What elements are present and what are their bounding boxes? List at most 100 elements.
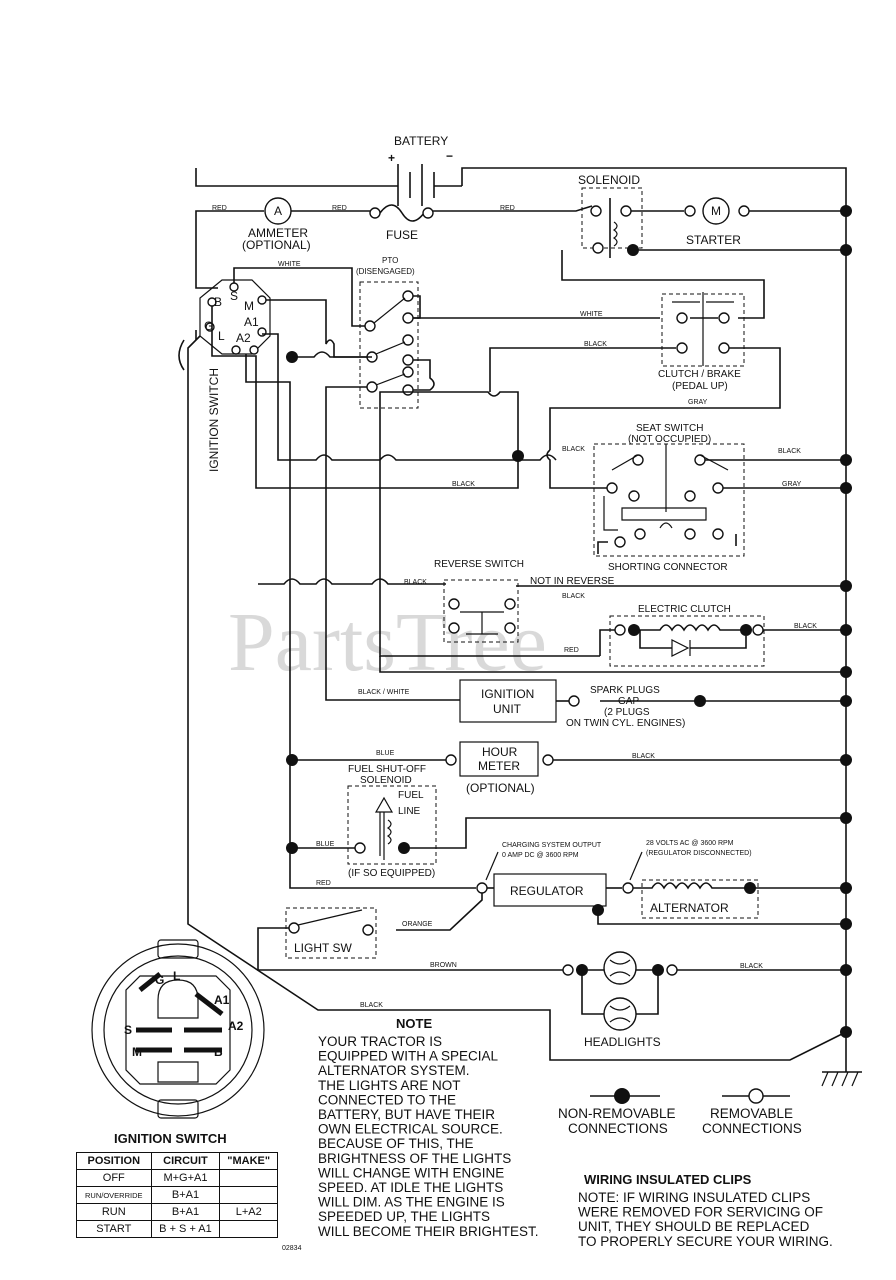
face-a1: A1 bbox=[214, 993, 230, 1007]
text-line: CONNECTED TO THE bbox=[318, 1092, 456, 1107]
wire-label: BLACK bbox=[404, 579, 427, 586]
text-line: WILL CHANGE WITH ENGINE bbox=[318, 1165, 504, 1180]
terminal-l: L bbox=[218, 329, 225, 343]
terminal-a2: A2 bbox=[236, 331, 251, 345]
ignition-switch-title: IGNITION SWITCH bbox=[114, 1131, 227, 1146]
headlights-label: HEADLIGHTS bbox=[584, 1035, 661, 1049]
text-line: ALTERNATOR SYSTEM. bbox=[318, 1063, 470, 1078]
wire-label: RED bbox=[316, 880, 331, 887]
table-cell: RUN/OVERRIDE bbox=[76, 1186, 152, 1204]
spark-plugs-label: (2 PLUGS bbox=[604, 707, 650, 718]
legend-removable: CONNECTIONS bbox=[702, 1121, 802, 1136]
table-row: OFF M+G+A1 bbox=[76, 1169, 278, 1187]
not-in-reverse-label: NOT IN REVERSE bbox=[530, 576, 615, 587]
svg-text:−: − bbox=[446, 149, 453, 163]
table-row: RUN B+A1 L+A2 bbox=[76, 1203, 278, 1221]
wire-label: BLACK bbox=[452, 481, 475, 488]
legend-non-removable: CONNECTIONS bbox=[568, 1121, 668, 1136]
reverse-switch: REVERSE SWITCH BLACK NOT IN REVERSE BLAC… bbox=[178, 339, 852, 643]
charging-output-label: 0 AMP DC @ 3600 RPM bbox=[502, 852, 579, 859]
face-m: M bbox=[132, 1045, 142, 1059]
fuel-line-label: FUEL bbox=[398, 790, 424, 801]
ignition-wiring: BLACK bbox=[195, 306, 600, 657]
seat-switch: SEAT SWITCH (NOT OCCUPIED) BLACK BLACK G… bbox=[546, 423, 852, 573]
electric-clutch-label: ELECTRIC CLUTCH bbox=[638, 604, 731, 615]
spark-plugs-label: SPARK PLUGS bbox=[590, 685, 660, 696]
wire-label: WHITE bbox=[278, 261, 301, 268]
text-line: BECAUSE OF THIS, THE bbox=[318, 1136, 474, 1151]
hour-meter-optional: (OPTIONAL) bbox=[466, 781, 535, 795]
table-cell: OFF bbox=[76, 1169, 152, 1187]
wire-label: BLACK bbox=[562, 593, 585, 600]
text-line: TO PROPERLY SECURE YOUR WIRING. bbox=[578, 1234, 833, 1249]
clips-title: WIRING INSULATED CLIPS bbox=[584, 1172, 752, 1187]
text-line: THE LIGHTS ARE NOT bbox=[318, 1078, 461, 1093]
svg-text:+: + bbox=[388, 151, 395, 165]
wire-label: BLACK bbox=[740, 963, 763, 970]
face-g: G bbox=[155, 973, 164, 987]
table-row: RUN/OVERRIDE B+A1 bbox=[76, 1186, 278, 1204]
table-cell: B+A1 bbox=[150, 1186, 221, 1204]
wire-label: GRAY bbox=[688, 399, 708, 406]
table-header: POSITION bbox=[76, 1152, 152, 1170]
ammeter-fuse-line: A AMMETER (OPTIONAL) FUSE RED RED RED bbox=[195, 197, 593, 289]
shorting-connector-label: SHORTING CONNECTOR bbox=[608, 562, 728, 573]
wire-label: RED bbox=[564, 647, 579, 654]
fuel-solenoid-label: SOLENOID bbox=[360, 775, 412, 786]
wire-label: BLACK bbox=[794, 623, 817, 630]
text-line: WERE REMOVED FOR SERVICING OF bbox=[578, 1205, 823, 1220]
electric-clutch: ELECTRIC CLUTCH RED BLACK bbox=[379, 604, 852, 678]
starter-label: STARTER bbox=[686, 233, 741, 247]
pto-state: (DISENGAGED) bbox=[356, 267, 415, 276]
ground: BLACK bbox=[187, 335, 862, 1087]
seat-switch-label: SEAT SWITCH bbox=[636, 423, 703, 434]
table-cell bbox=[219, 1186, 278, 1204]
battery: + − BATTERY bbox=[195, 134, 847, 1032]
wire-label: WHITE bbox=[580, 311, 603, 318]
ammeter-optional: (OPTIONAL) bbox=[242, 238, 311, 252]
face-s: S bbox=[124, 1023, 132, 1037]
text-line: WILL BECOME THEIR BRIGHTEST. bbox=[318, 1224, 539, 1239]
charging-output-label: CHARGING SYSTEM OUTPUT bbox=[502, 842, 602, 849]
regulator-alternator: CHARGING SYSTEM OUTPUT 0 AMP DC @ 3600 R… bbox=[289, 840, 852, 931]
wire-label: BLUE bbox=[376, 750, 395, 757]
face-a2: A2 bbox=[228, 1019, 244, 1033]
table-cell bbox=[219, 1220, 278, 1238]
wire-label: BLACK bbox=[632, 753, 655, 760]
battery-label: BATTERY bbox=[394, 134, 448, 148]
text-line: SPEEDED UP, THE LIGHTS bbox=[318, 1209, 490, 1224]
table-cell: B + S + A1 bbox=[150, 1220, 221, 1238]
wire-label: BLACK bbox=[584, 341, 607, 348]
clutch-brake-label: CLUTCH / BRAKE bbox=[658, 369, 741, 380]
hour-meter-label: HOUR bbox=[482, 745, 518, 759]
table-cell: L+A2 bbox=[219, 1203, 278, 1221]
table-cell: RUN bbox=[76, 1203, 152, 1221]
wire-label: BLACK bbox=[360, 1002, 383, 1009]
light-switch-label: LIGHT SW bbox=[294, 941, 352, 955]
pto-label: PTO bbox=[382, 256, 398, 265]
ignition-unit-label: UNIT bbox=[493, 702, 522, 716]
wire-label: BROWN bbox=[430, 962, 457, 969]
legend: NON-REMOVABLE CONNECTIONS REMOVABLE CONN… bbox=[558, 1088, 802, 1136]
terminal-a1: A1 bbox=[244, 315, 259, 329]
table-header: "MAKE" bbox=[219, 1152, 278, 1170]
spark-plugs-label: ON TWIN CYL. ENGINES) bbox=[566, 718, 685, 729]
wire-label: RED bbox=[500, 205, 515, 212]
table-cell: START bbox=[76, 1220, 152, 1238]
spark-plugs-label: GAP bbox=[618, 696, 639, 707]
reverse-switch-label: REVERSE SWITCH bbox=[434, 559, 524, 570]
text-line: BRIGHTNESS OF THE LIGHTS bbox=[318, 1151, 511, 1166]
table-cell: M+G+A1 bbox=[150, 1169, 221, 1187]
light-switch: LIGHT SW BROWN bbox=[257, 907, 566, 971]
ammeter-label: AMMETER bbox=[248, 226, 308, 240]
ac-output-label: 28 VOLTS AC @ 3600 RPM bbox=[646, 840, 734, 847]
ammeter-symbol: A bbox=[274, 204, 282, 218]
text-line: WILL DIM. AS THE ENGINE IS bbox=[318, 1195, 505, 1210]
text-line: EQUIPPED WITH A SPECIAL bbox=[318, 1049, 499, 1064]
table-cell bbox=[219, 1169, 278, 1187]
solenoid: SOLENOID M STARTER bbox=[561, 173, 852, 319]
wire-label: RED bbox=[212, 205, 227, 212]
